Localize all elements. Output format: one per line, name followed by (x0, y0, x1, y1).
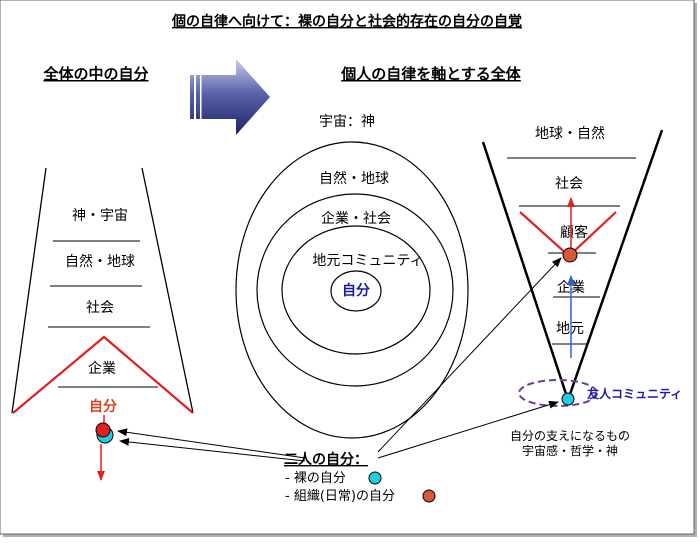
center-circles: 宇宙：神 自然・地球 企業・社会 地元コミュニティ 自分 (235, 114, 469, 439)
right-funnel-side (481, 141, 570, 401)
circle-ring-2 (256, 193, 454, 387)
circle-ring-label-1: 企業・社会 (321, 210, 391, 227)
left-org-self-icon (95, 422, 111, 438)
big-arrow-stripe (194, 75, 196, 119)
support-note-line-0: 自分の支えになるもの (510, 429, 630, 443)
circle-ring-label-0: 自然・地球 (319, 170, 389, 187)
page-title: 個の自律へ向けて：裸の自分と社会的存在の自分の自覚 (171, 13, 522, 30)
right-level-0: 地球・自然 (535, 125, 605, 142)
circle-ring-3 (281, 225, 431, 355)
right-naked-self-icon (561, 392, 575, 406)
arrow-to-right-naked-self (377, 400, 559, 459)
circle-outer-label: 宇宙：神 (319, 114, 375, 130)
right-level-1: 社会 (555, 176, 583, 192)
left-level-3: 企業 (88, 360, 116, 377)
left-funnel-side (141, 167, 194, 414)
big-arrow-icon (187, 59, 270, 135)
arrow-to-left-naked-self (119, 437, 306, 462)
left-level-2: 社会 (86, 300, 114, 316)
legend-item-naked-self: - 裸の自分 (285, 471, 346, 486)
left-funnel-red-v (12, 335, 194, 414)
legend-heading: 二人の自分： (284, 451, 368, 468)
left-self-label: 自分 (89, 398, 117, 415)
right-level-2: 顧客 (560, 224, 588, 241)
arrow-to-left-org-self (117, 428, 306, 459)
circle-core (330, 270, 382, 312)
right-funnel-side (566, 129, 664, 401)
big-arrow-stripe (200, 75, 202, 119)
frame (0, 0, 695, 535)
circle-core-label: 自分 (342, 282, 370, 299)
connector-arrows (117, 257, 562, 462)
right-funnel: 地球・自然 社会 顧客 企業 地元 友人コミュニティ 自分の支えになるもの 宇宙… (481, 125, 682, 458)
left-level-0: 神・宇宙 (72, 208, 128, 224)
legend-naked-self-icon (368, 471, 382, 485)
support-note-line-1: 宇宙感・哲学・神 (522, 443, 618, 458)
center-heading: 個人の自律を軸とする全体 (340, 65, 522, 83)
community-label: 友人コミュニティ (586, 386, 682, 401)
legend: 二人の自分： - 裸の自分 - 組織(日常)の自分 (284, 451, 436, 504)
legend-org-self-icon (422, 489, 436, 503)
left-level-1: 自然・地球 (65, 253, 135, 270)
left-funnel-side (11, 167, 47, 414)
big-arrow-stripe (187, 75, 190, 119)
arrow-to-right-org-self (377, 257, 562, 453)
right-level-4: 地元 (556, 321, 584, 337)
legend-item-org-self: - 組織(日常)の自分 (285, 489, 395, 504)
right-org-self-icon (562, 247, 578, 263)
community-dashed-ellipse (518, 379, 598, 407)
left-funnel: 神・宇宙 自然・地球 社会 企業 自分 (11, 167, 194, 481)
left-heading: 全体の中の自分 (42, 65, 148, 83)
circle-ring-label-2: 地元コミュニティ (312, 253, 423, 269)
circle-ring-outer (235, 141, 469, 439)
